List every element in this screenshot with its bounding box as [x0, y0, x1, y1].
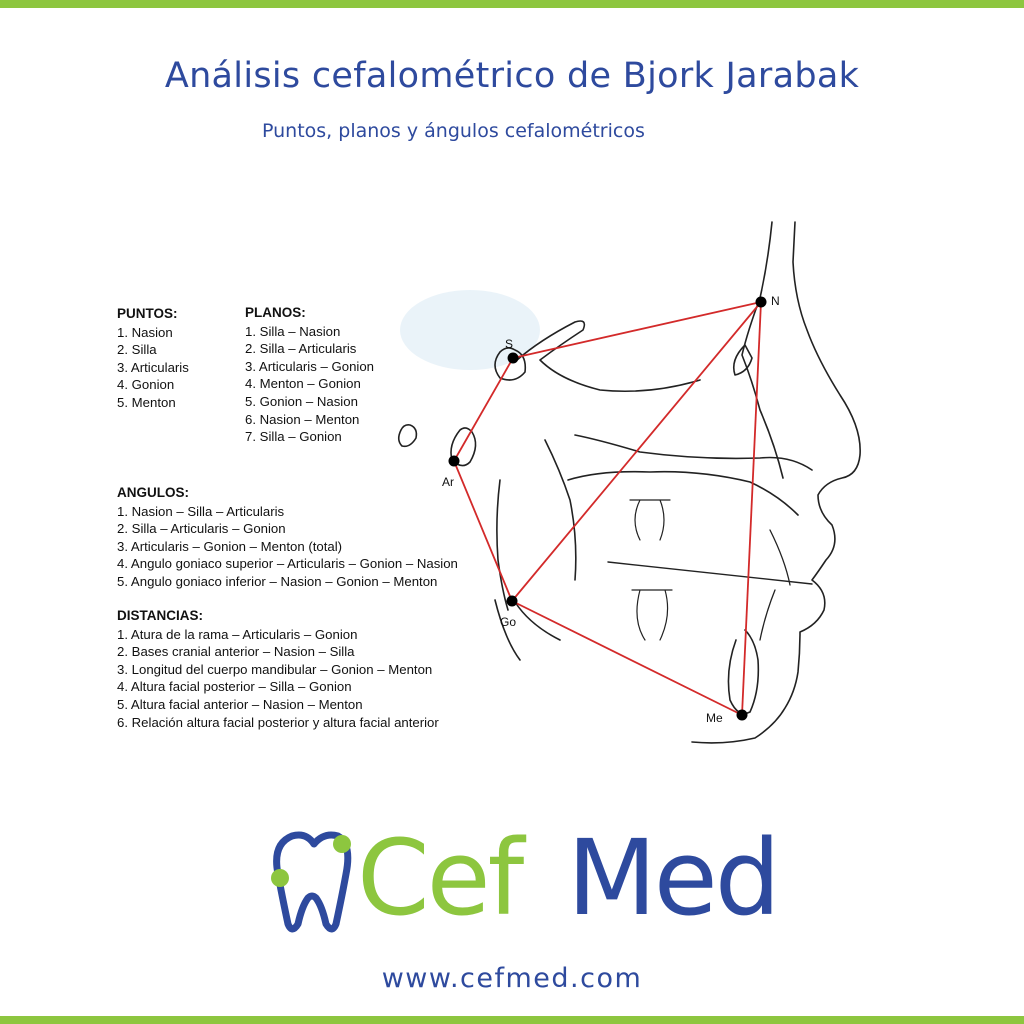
- legend-item: 1. Silla – Nasion: [245, 323, 341, 339]
- plane-line-go-n: [511, 301, 762, 602]
- legend-list: 1. Nasion – Silla – Articularis 2. Silla…: [117, 503, 458, 591]
- landmark-menton: [736, 709, 748, 721]
- tooth-icon: [271, 831, 352, 933]
- logo-text-med: Med: [567, 817, 781, 939]
- plane-line-s-n: [512, 301, 762, 359]
- landmark-label-menton: Me: [706, 711, 723, 725]
- legend-item: 6. Nasion – Menton: [245, 411, 360, 427]
- condyle: [450, 427, 477, 467]
- legend-item: 7. Silla – Gonion: [245, 429, 342, 445]
- plane-line-n-me: [741, 301, 762, 716]
- cranial-base: [516, 320, 701, 393]
- legend-item: 5. Angulo goniaco inferior – Nasion – Go…: [117, 573, 438, 589]
- legend-list: 1. Nasion 2. Silla 3. Articularis 4. Gon…: [117, 324, 189, 412]
- legend-item: 4. Angulo goniaco superior – Articularis…: [117, 556, 458, 572]
- plane-line-ar-go: [453, 460, 513, 602]
- landmark-silla: [507, 352, 519, 364]
- legend-item: 5. Gonion – Nasion: [245, 393, 358, 409]
- incisors: [759, 529, 791, 641]
- legend-item: 5. Menton: [117, 394, 176, 410]
- upper-molar: [629, 499, 671, 541]
- legend-item: 4. Gonion: [117, 377, 175, 393]
- tooth-outline: [273, 831, 352, 933]
- legend-item: 3. Articularis – Gonion: [245, 358, 375, 374]
- legend-item: 2. Silla – Articularis: [245, 341, 357, 357]
- legend-heading: DISTANCIAS:: [117, 608, 203, 623]
- soft-tissue-profile: [691, 221, 861, 744]
- legend-item: 6. Relación altura facial posterior y al…: [117, 714, 439, 730]
- bottom-border: [0, 1016, 1024, 1024]
- landmark-gonion: [506, 595, 518, 607]
- frontal-bone: [741, 221, 784, 479]
- page-subtitle: Puntos, planos y ángulos cefalométricos: [262, 120, 645, 142]
- nasal-floor: [574, 434, 813, 471]
- legend-heading: ANGULOS:: [117, 485, 189, 500]
- cephalometric-planes: [453, 301, 762, 716]
- legend-item: 3. Articularis: [117, 359, 189, 375]
- landmark-label-silla: S: [505, 337, 513, 351]
- tooth-dot: [271, 869, 289, 887]
- occlusal-plane: [607, 561, 813, 585]
- legend-item: 4. Menton – Gonion: [245, 376, 361, 392]
- legend-item: 1. Nasion: [117, 324, 173, 340]
- landmark-label-nasion: N: [771, 294, 780, 308]
- ear-ring: [397, 424, 418, 448]
- scan-smudge: [400, 290, 540, 370]
- ramus-anterior: [544, 439, 577, 581]
- logo-text-cef: Cef: [357, 817, 524, 939]
- legend-item: 5. Altura facial anterior – Nasion – Men…: [117, 696, 363, 712]
- symphysis: [727, 629, 760, 715]
- legend-planos: PLANOS: 1. Silla – Nasion 2. Silla – Art…: [245, 304, 374, 446]
- landmark-articularis: [448, 455, 460, 467]
- legend-item: 1. Atura de la rama – Articularis – Goni…: [117, 626, 358, 642]
- legend-item: 2. Bases cranial anterior – Nasion – Sil…: [117, 644, 355, 660]
- landmark-label-articularis: Ar: [442, 475, 454, 489]
- plane-line-s-ar: [453, 357, 514, 462]
- legend-list: 1. Silla – Nasion 2. Silla – Articularis…: [245, 323, 374, 446]
- mandible-border: [494, 599, 561, 661]
- lower-molar: [631, 589, 673, 641]
- website-url[interactable]: www.cefmed.com: [381, 963, 643, 994]
- skull-profile-sketch: [397, 221, 861, 744]
- orbit: [732, 344, 753, 376]
- maxilla: [567, 470, 799, 516]
- top-border: [0, 0, 1024, 8]
- legend-heading: PUNTOS:: [117, 306, 178, 321]
- legend-distancias: DISTANCIAS: 1. Atura de la rama – Articu…: [117, 607, 439, 731]
- legend-item: 1. Nasion – Silla – Articularis: [117, 503, 285, 519]
- legend-heading: PLANOS:: [245, 305, 306, 320]
- landmark-nasion: [755, 296, 767, 308]
- page-title: Análisis cefalométrico de Bjork Jarabak: [164, 56, 860, 96]
- legend-item: 3. Articularis – Gonion – Menton (total): [117, 538, 343, 554]
- legend-list: 1. Atura de la rama – Articularis – Goni…: [117, 626, 439, 732]
- legend-item: 3. Longitud del cuerpo mandibular – Goni…: [117, 661, 433, 677]
- ramus-posterior: [496, 479, 509, 611]
- tooth-dot: [333, 835, 351, 853]
- sella-turcica: [494, 347, 527, 381]
- landmark-label-gonion: Go: [500, 615, 516, 629]
- legend-item: 2. Silla – Articularis – Gonion: [117, 521, 286, 537]
- plane-line-me-go: [511, 600, 743, 716]
- legend-item: 2. Silla: [117, 342, 157, 358]
- legend-angulos: ANGULOS: 1. Nasion – Silla – Articularis…: [117, 484, 458, 591]
- legend-puntos: PUNTOS: 1. Nasion 2. Silla 3. Articulari…: [117, 305, 189, 412]
- legend-item: 4. Altura facial posterior – Silla – Gon…: [117, 679, 352, 695]
